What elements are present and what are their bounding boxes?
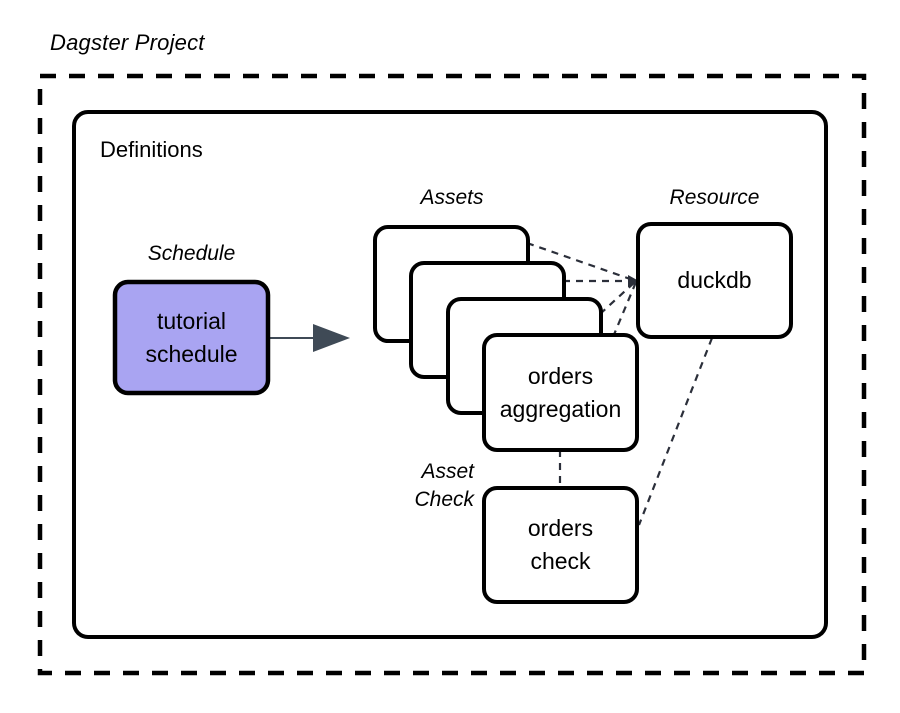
group-caption-schedule: Schedule bbox=[147, 242, 236, 265]
group-caption-asset-check: Asset Check bbox=[378, 458, 474, 513]
node-tutorial-schedule[interactable] bbox=[112, 279, 271, 396]
project-boundary bbox=[37, 73, 867, 676]
definitions-label: Definitions bbox=[100, 137, 203, 162]
group-caption-asset-check-line2: Check bbox=[414, 487, 474, 511]
connector-schedule-to-assets-arrowhead bbox=[313, 324, 350, 352]
node-orders-check[interactable] bbox=[482, 486, 639, 604]
connector-duckdb-arrowhead bbox=[628, 275, 639, 287]
connector-orders-aggregation-to-duckdb bbox=[611, 281, 638, 338]
node-orders-aggregation[interactable] bbox=[482, 333, 639, 452]
group-caption-assets: Assets bbox=[420, 186, 484, 209]
page-title: Dagster Project bbox=[50, 30, 205, 55]
connector-asset3-to-duckdb bbox=[599, 280, 637, 315]
connector-asset1-to-duckdb bbox=[526, 241, 637, 283]
group-caption-resource: Resource bbox=[669, 186, 760, 209]
group-caption-asset-check-line1: Asset bbox=[421, 460, 474, 483]
node-duckdb[interactable] bbox=[636, 222, 793, 339]
